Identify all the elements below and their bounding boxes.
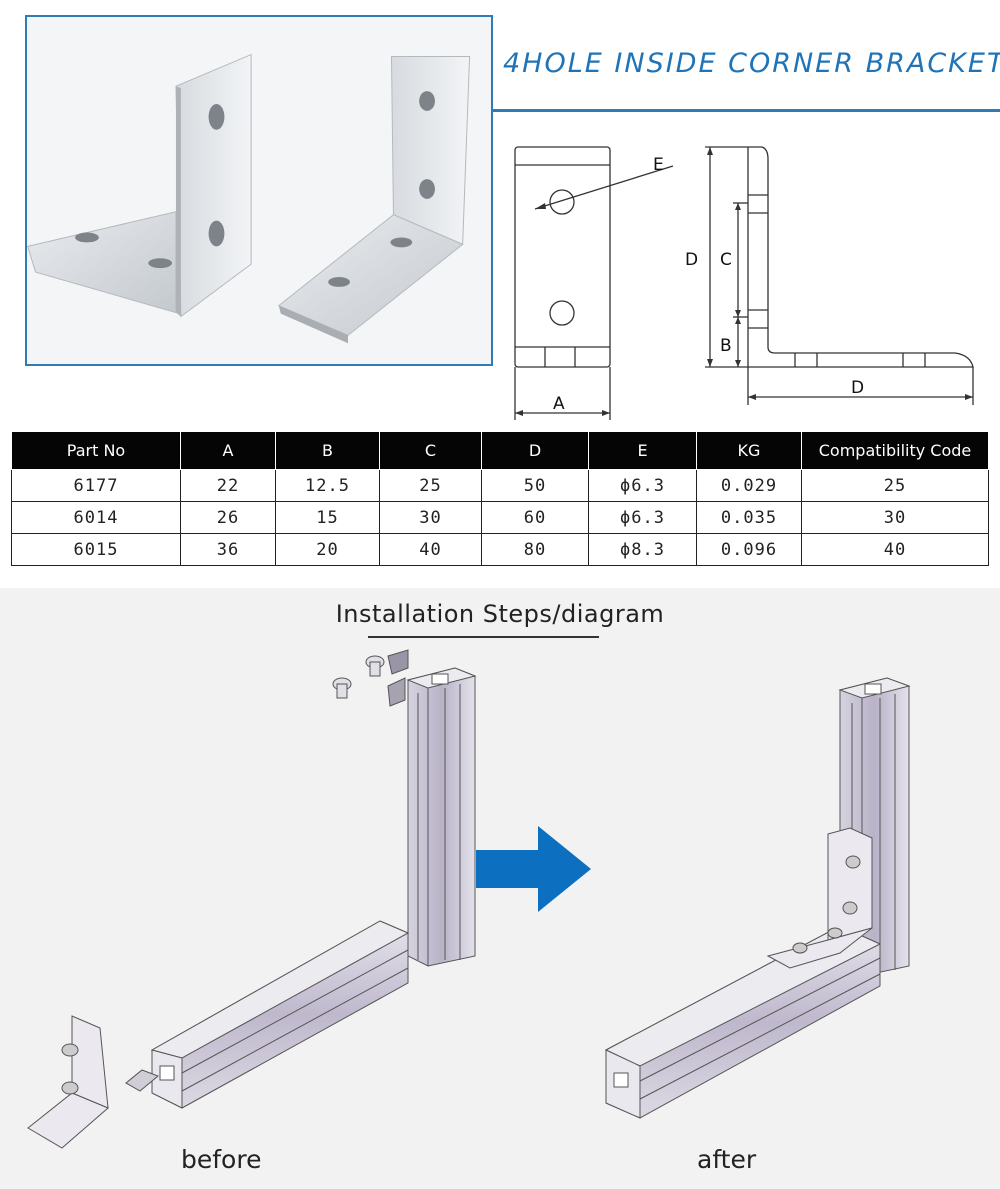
before-screws (332, 649, 409, 707)
cell-b: 15 (275, 501, 380, 534)
cell-c: 30 (379, 501, 482, 534)
dim-label-d-horizontal: D (851, 378, 864, 398)
cell-d: 60 (481, 501, 589, 534)
cell-d: 50 (481, 469, 589, 502)
col-header-d: D (481, 431, 589, 470)
cell-a: 36 (180, 533, 276, 566)
dim-label-d-vertical: D (685, 250, 698, 270)
cell-e: ϕ8.3 (588, 533, 697, 566)
cell-part-no: 6015 (11, 533, 181, 566)
cell-compatibility-code: 25 (801, 469, 989, 502)
before-horizontal-profile (150, 920, 410, 1109)
cell-kg: 0.029 (696, 469, 802, 502)
table-header-row: Part No A B C D E KG Compatibility Code (11, 431, 989, 470)
bracket-photo-illustration (27, 53, 471, 344)
cell-part-no: 6177 (11, 469, 181, 502)
table-row: 6015 36 20 40 80 ϕ8.3 0.096 40 (11, 533, 989, 566)
dim-label-e: E (653, 155, 664, 175)
arrow-right-icon (476, 826, 591, 912)
cell-a: 26 (180, 501, 276, 534)
after-bracket (766, 827, 873, 969)
col-header-b: B (275, 431, 380, 470)
col-header-c: C (379, 431, 482, 470)
table-row: 6177 22 12.5 25 50 ϕ6.3 0.029 25 (11, 469, 989, 502)
col-header-e: E (588, 431, 697, 470)
title-block: 4HOLE INSIDE CORNER BRACKET (493, 30, 1000, 112)
cell-compatibility-code: 30 (801, 501, 989, 534)
title-underline (493, 109, 1000, 112)
table-row: 6014 26 15 30 60 ϕ6.3 0.035 30 (11, 501, 989, 534)
after-caption: after (697, 1145, 757, 1174)
after-horizontal-profile (604, 925, 882, 1119)
col-header-a: A (180, 431, 276, 470)
cell-part-no: 6014 (11, 501, 181, 534)
installation-diagram (27, 649, 911, 1149)
cell-kg: 0.035 (696, 501, 802, 534)
dim-label-b: B (720, 336, 732, 356)
page-title: 4HOLE INSIDE CORNER BRACKET (503, 48, 1000, 79)
cell-a: 22 (180, 469, 276, 502)
cell-e: ϕ6.3 (588, 501, 697, 534)
install-title-underline (368, 636, 599, 638)
cell-b: 12.5 (275, 469, 380, 502)
installation-section: Installation Steps/diagram before after (0, 588, 1000, 1189)
col-header-part-no: Part No (11, 431, 181, 470)
cell-compatibility-code: 40 (801, 533, 989, 566)
product-photo (25, 15, 493, 366)
spec-table: Part No A B C D E KG Compatibility Code … (11, 431, 989, 566)
cell-c: 40 (379, 533, 482, 566)
cell-d: 80 (481, 533, 589, 566)
cell-b: 20 (275, 533, 380, 566)
install-title: Installation Steps/diagram (335, 600, 665, 628)
col-header-kg: KG (696, 431, 802, 470)
cell-c: 25 (379, 469, 482, 502)
before-vertical-profile (406, 667, 477, 967)
cell-e: ϕ6.3 (588, 469, 697, 502)
dim-label-a: A (553, 394, 565, 414)
cell-kg: 0.096 (696, 533, 802, 566)
technical-drawing: A E D C B D (505, 135, 985, 425)
col-header-compatibility-code: Compatibility Code (801, 431, 989, 470)
before-bracket (27, 1015, 159, 1149)
before-caption: before (181, 1145, 262, 1174)
dim-label-c: C (720, 250, 732, 270)
